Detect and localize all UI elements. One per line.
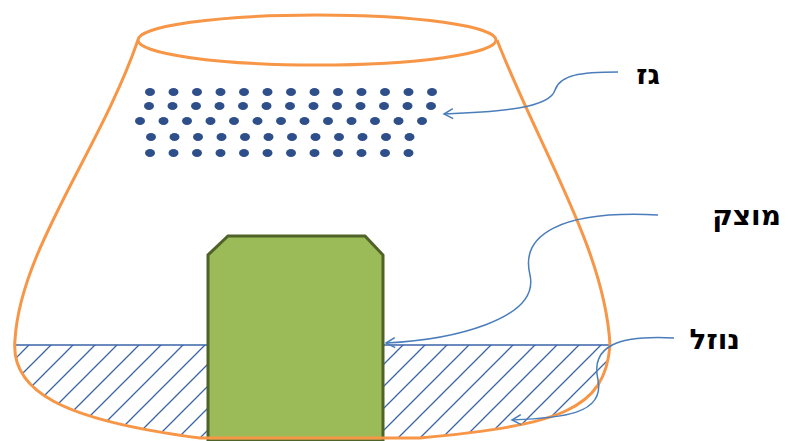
vessel-outline [15, 40, 610, 438]
leader-line [386, 214, 658, 343]
gas-particles [135, 88, 437, 157]
part-label: גז [634, 60, 662, 91]
leader-line [512, 337, 674, 420]
part-label: נוזל [688, 325, 742, 356]
part-label: מוצק [710, 201, 783, 232]
solid-block [208, 236, 383, 441]
leader-line [444, 72, 618, 114]
vessel-mouth [138, 15, 496, 65]
